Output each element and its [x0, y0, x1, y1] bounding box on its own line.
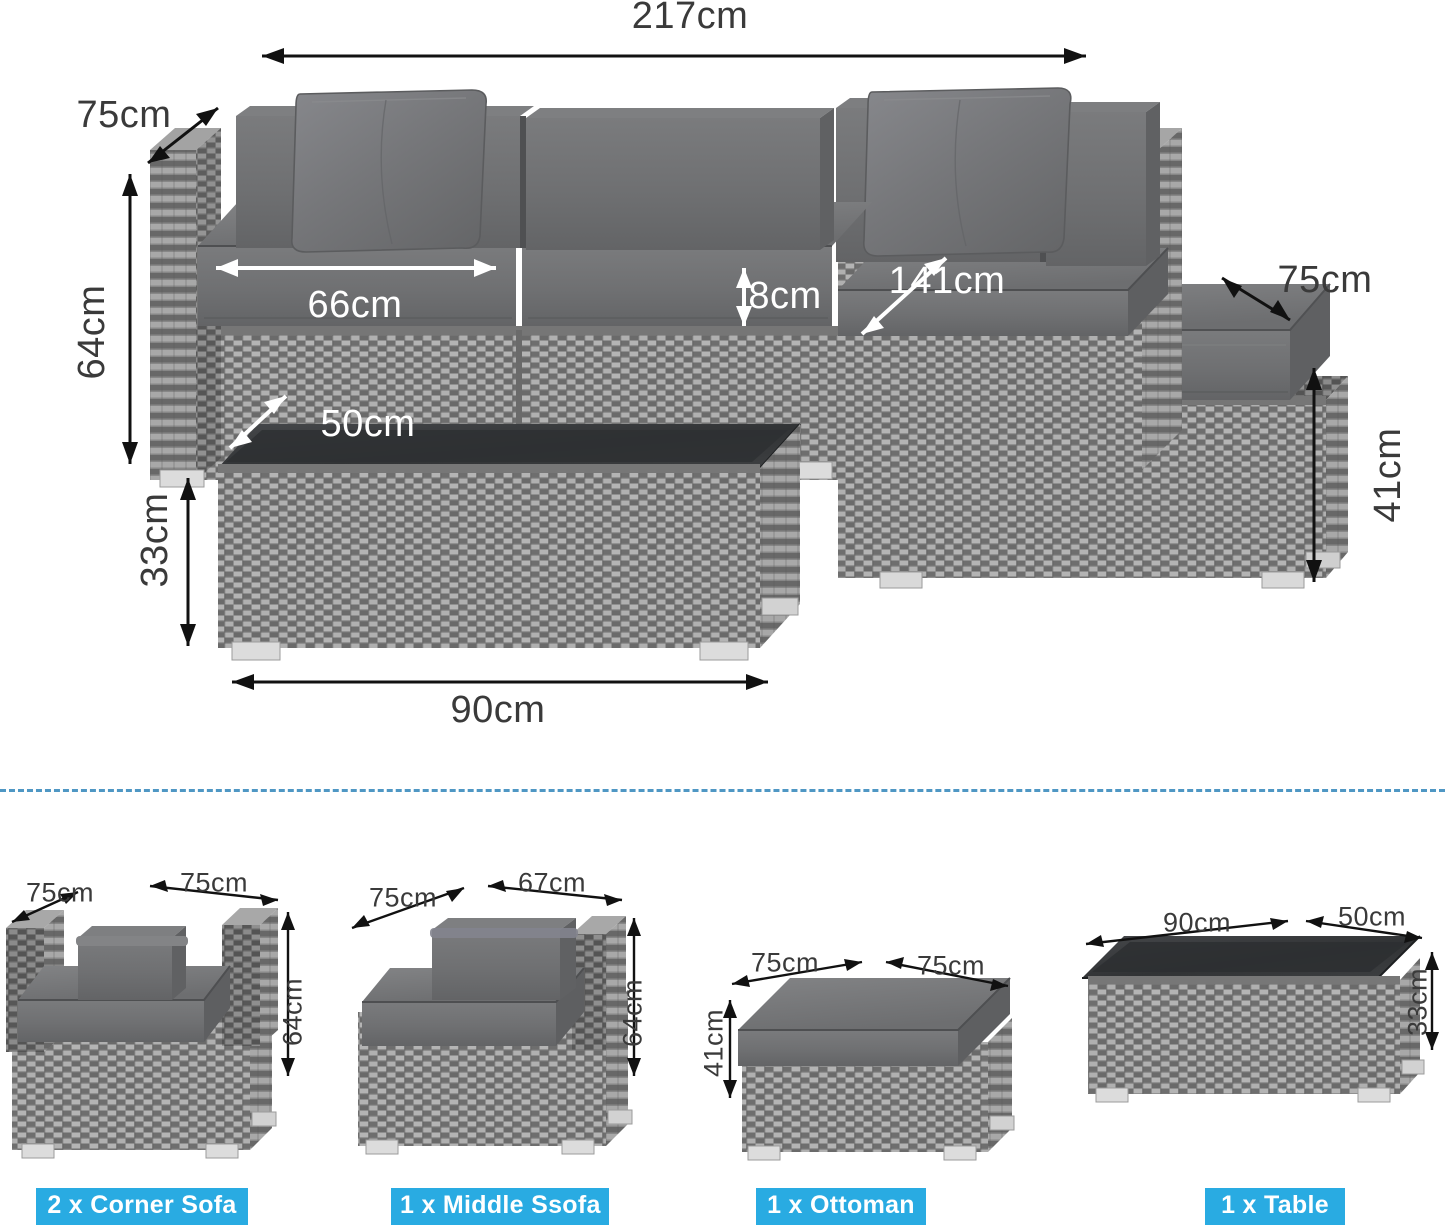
- part-label-ottoman: 1 x Ottoman: [756, 1188, 926, 1225]
- dimension-middle-sofa-height: 64cm: [617, 978, 648, 1048]
- dimension-ottoman-height: 41cm: [1367, 427, 1409, 523]
- dimension-table-part-height: 33cm: [1402, 967, 1433, 1037]
- dimension-chaise-length: 141cm: [888, 260, 1006, 302]
- dimension-ottoman-width-left: 75cm: [750, 947, 820, 978]
- part-label-corner-sofa: 2 x Corner Sofa: [36, 1188, 248, 1225]
- main-dimension-arrows: [122, 48, 1322, 690]
- main-sofa-set: [150, 87, 1348, 661]
- dimension-ottoman-part-height: 41cm: [698, 1008, 729, 1078]
- dimension-table-part-depth: 50cm: [1337, 901, 1407, 932]
- dimension-ottoman-depth: 75cm: [1277, 259, 1373, 301]
- dimension-table-depth: 50cm: [320, 403, 416, 445]
- dimension-corner-sofa-depth: 75cm: [25, 877, 95, 908]
- dimension-table-height: 33cm: [134, 492, 176, 588]
- dimension-corner-sofa-width: 75cm: [179, 867, 249, 898]
- part-label-table: 1 x Table: [1205, 1188, 1345, 1225]
- dimension-overall-depth: 75cm: [76, 94, 172, 136]
- part-corner-sofa: [6, 880, 295, 1159]
- dimension-ottoman-width-right: 75cm: [916, 950, 986, 981]
- dimension-table-width: 90cm: [450, 689, 546, 731]
- dimension-sofa-height: 64cm: [71, 284, 113, 380]
- main-dimension-arrows-white: [216, 256, 948, 450]
- dimension-corner-sofa-height: 64cm: [277, 977, 308, 1047]
- part-table: [1082, 916, 1439, 1103]
- part-label-middle-sofa: 1 x Middle Ssofa: [391, 1188, 609, 1225]
- dimension-middle-sofa-depth: 75cm: [368, 882, 438, 913]
- part-middle-sofa: [351, 880, 641, 1155]
- dimension-middle-sofa-width: 67cm: [517, 867, 587, 898]
- section-divider: [0, 789, 1445, 792]
- dimension-seat-width: 66cm: [307, 284, 403, 326]
- part-ottoman: [723, 957, 1015, 1161]
- dimension-table-part-width: 90cm: [1162, 907, 1232, 938]
- coffee-table: [218, 423, 801, 661]
- dimension-cushion-thickness: 8cm: [748, 275, 822, 317]
- dimension-overall-width: 217cm: [631, 0, 749, 37]
